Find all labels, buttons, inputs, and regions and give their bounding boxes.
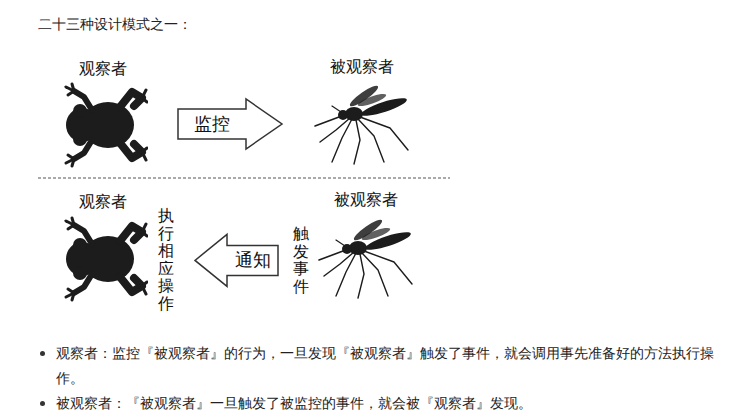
arrow-label: 监控 (192, 113, 232, 135)
bullet-dot (40, 401, 45, 406)
subject-figure: 被观察者触发事件 (290, 213, 414, 301)
frog-silhouette (58, 215, 148, 303)
subject-figure: 被观察者 (312, 80, 414, 166)
bullet-text: 观察者：监控『被观察者』的行为，一旦发现『被观察者』触发了事件，就会调用事先准备… (56, 341, 716, 391)
role-heading: 被观察者 (334, 190, 398, 210)
observer-figure: 观察者执行相应操作 (58, 215, 183, 313)
vertical-note: 触发事件 (293, 225, 309, 295)
frog-silhouette (58, 82, 148, 168)
block-arrow (195, 234, 278, 286)
divider-line (38, 178, 450, 179)
bullet-dot (40, 351, 45, 356)
bullet-text: 被观察者：『被观察者』一旦触发了被监控的事件，就会被『观察者』发现。 (56, 391, 716, 416)
mosquito-silhouette (312, 80, 412, 166)
observer-figure: 观察者 (58, 82, 148, 168)
block-arrow (178, 99, 282, 149)
diagram-title: 二十三种设计模式之一： (38, 14, 192, 34)
vertical-note: 执行相应操作 (158, 207, 174, 313)
role-heading: 被观察者 (330, 57, 394, 77)
arrow-label: 通知 (233, 249, 273, 271)
role-heading: 观察者 (79, 192, 127, 212)
mosquito-silhouette (316, 213, 416, 301)
role-heading: 观察者 (79, 59, 127, 79)
